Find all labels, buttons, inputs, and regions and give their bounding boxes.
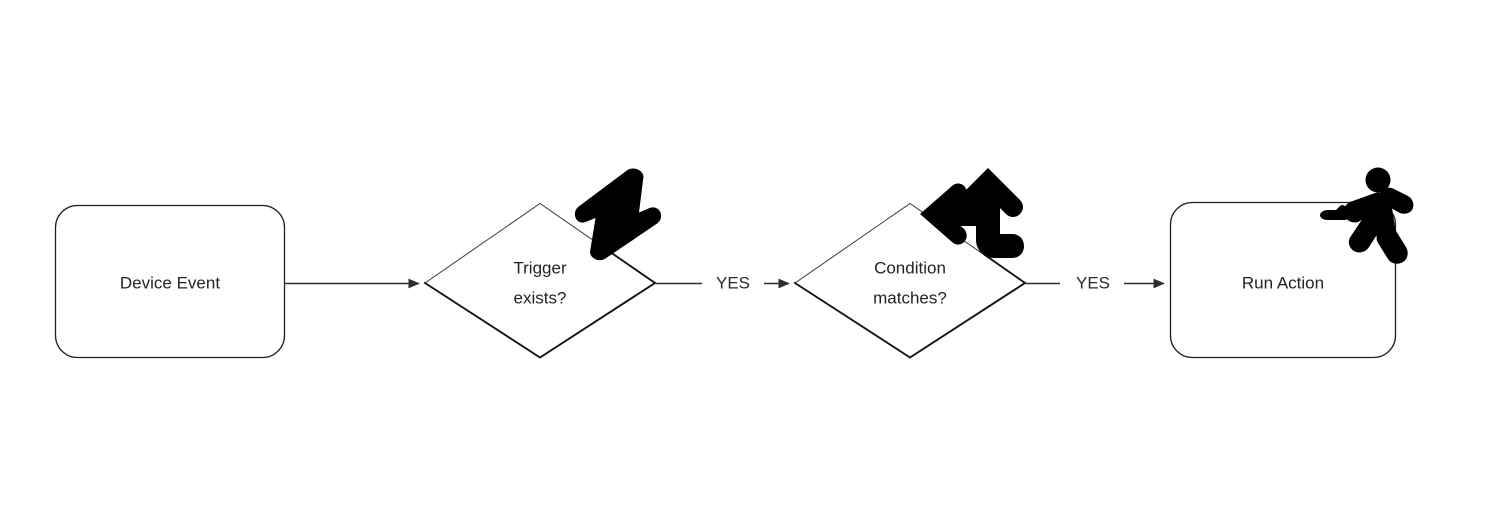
condition-matches-label-line-1: Condition	[874, 258, 946, 277]
edge-trigger-to-condition: YES	[656, 273, 790, 292]
condition-matches-label-line-2: matches?	[873, 288, 947, 307]
trigger-exists-label-line-1: Trigger	[513, 258, 567, 277]
run-action-box[interactable]	[1169, 201, 1397, 359]
node-trigger-exists[interactable]: Trigger exists?	[423, 168, 662, 359]
condition-matches-diamond-right-edge	[983, 253, 1027, 285]
edge-3-label: YES	[1076, 273, 1110, 292]
device-event-box[interactable]	[54, 204, 286, 359]
trigger-exists-label-line-2: exists?	[514, 288, 567, 307]
node-device-event[interactable]: Device Event	[54, 204, 286, 359]
running-person-icon	[1320, 167, 1414, 264]
edge-condition-to-run-action: YES	[1026, 273, 1165, 292]
device-event-label: Device Event	[120, 273, 220, 292]
edge-2-label: YES	[716, 273, 750, 292]
trigger-exists-diamond-shadow-edges	[423, 281, 657, 359]
branch-arrow-icon	[920, 168, 1024, 258]
lightning-bolt-icon	[574, 168, 662, 261]
condition-matches-diamond-shadow-edges	[793, 281, 1027, 359]
node-run-action[interactable]: Run Action	[1169, 167, 1414, 359]
node-condition-matches[interactable]: Condition matches?	[793, 168, 1027, 359]
run-action-label: Run Action	[1242, 273, 1324, 292]
